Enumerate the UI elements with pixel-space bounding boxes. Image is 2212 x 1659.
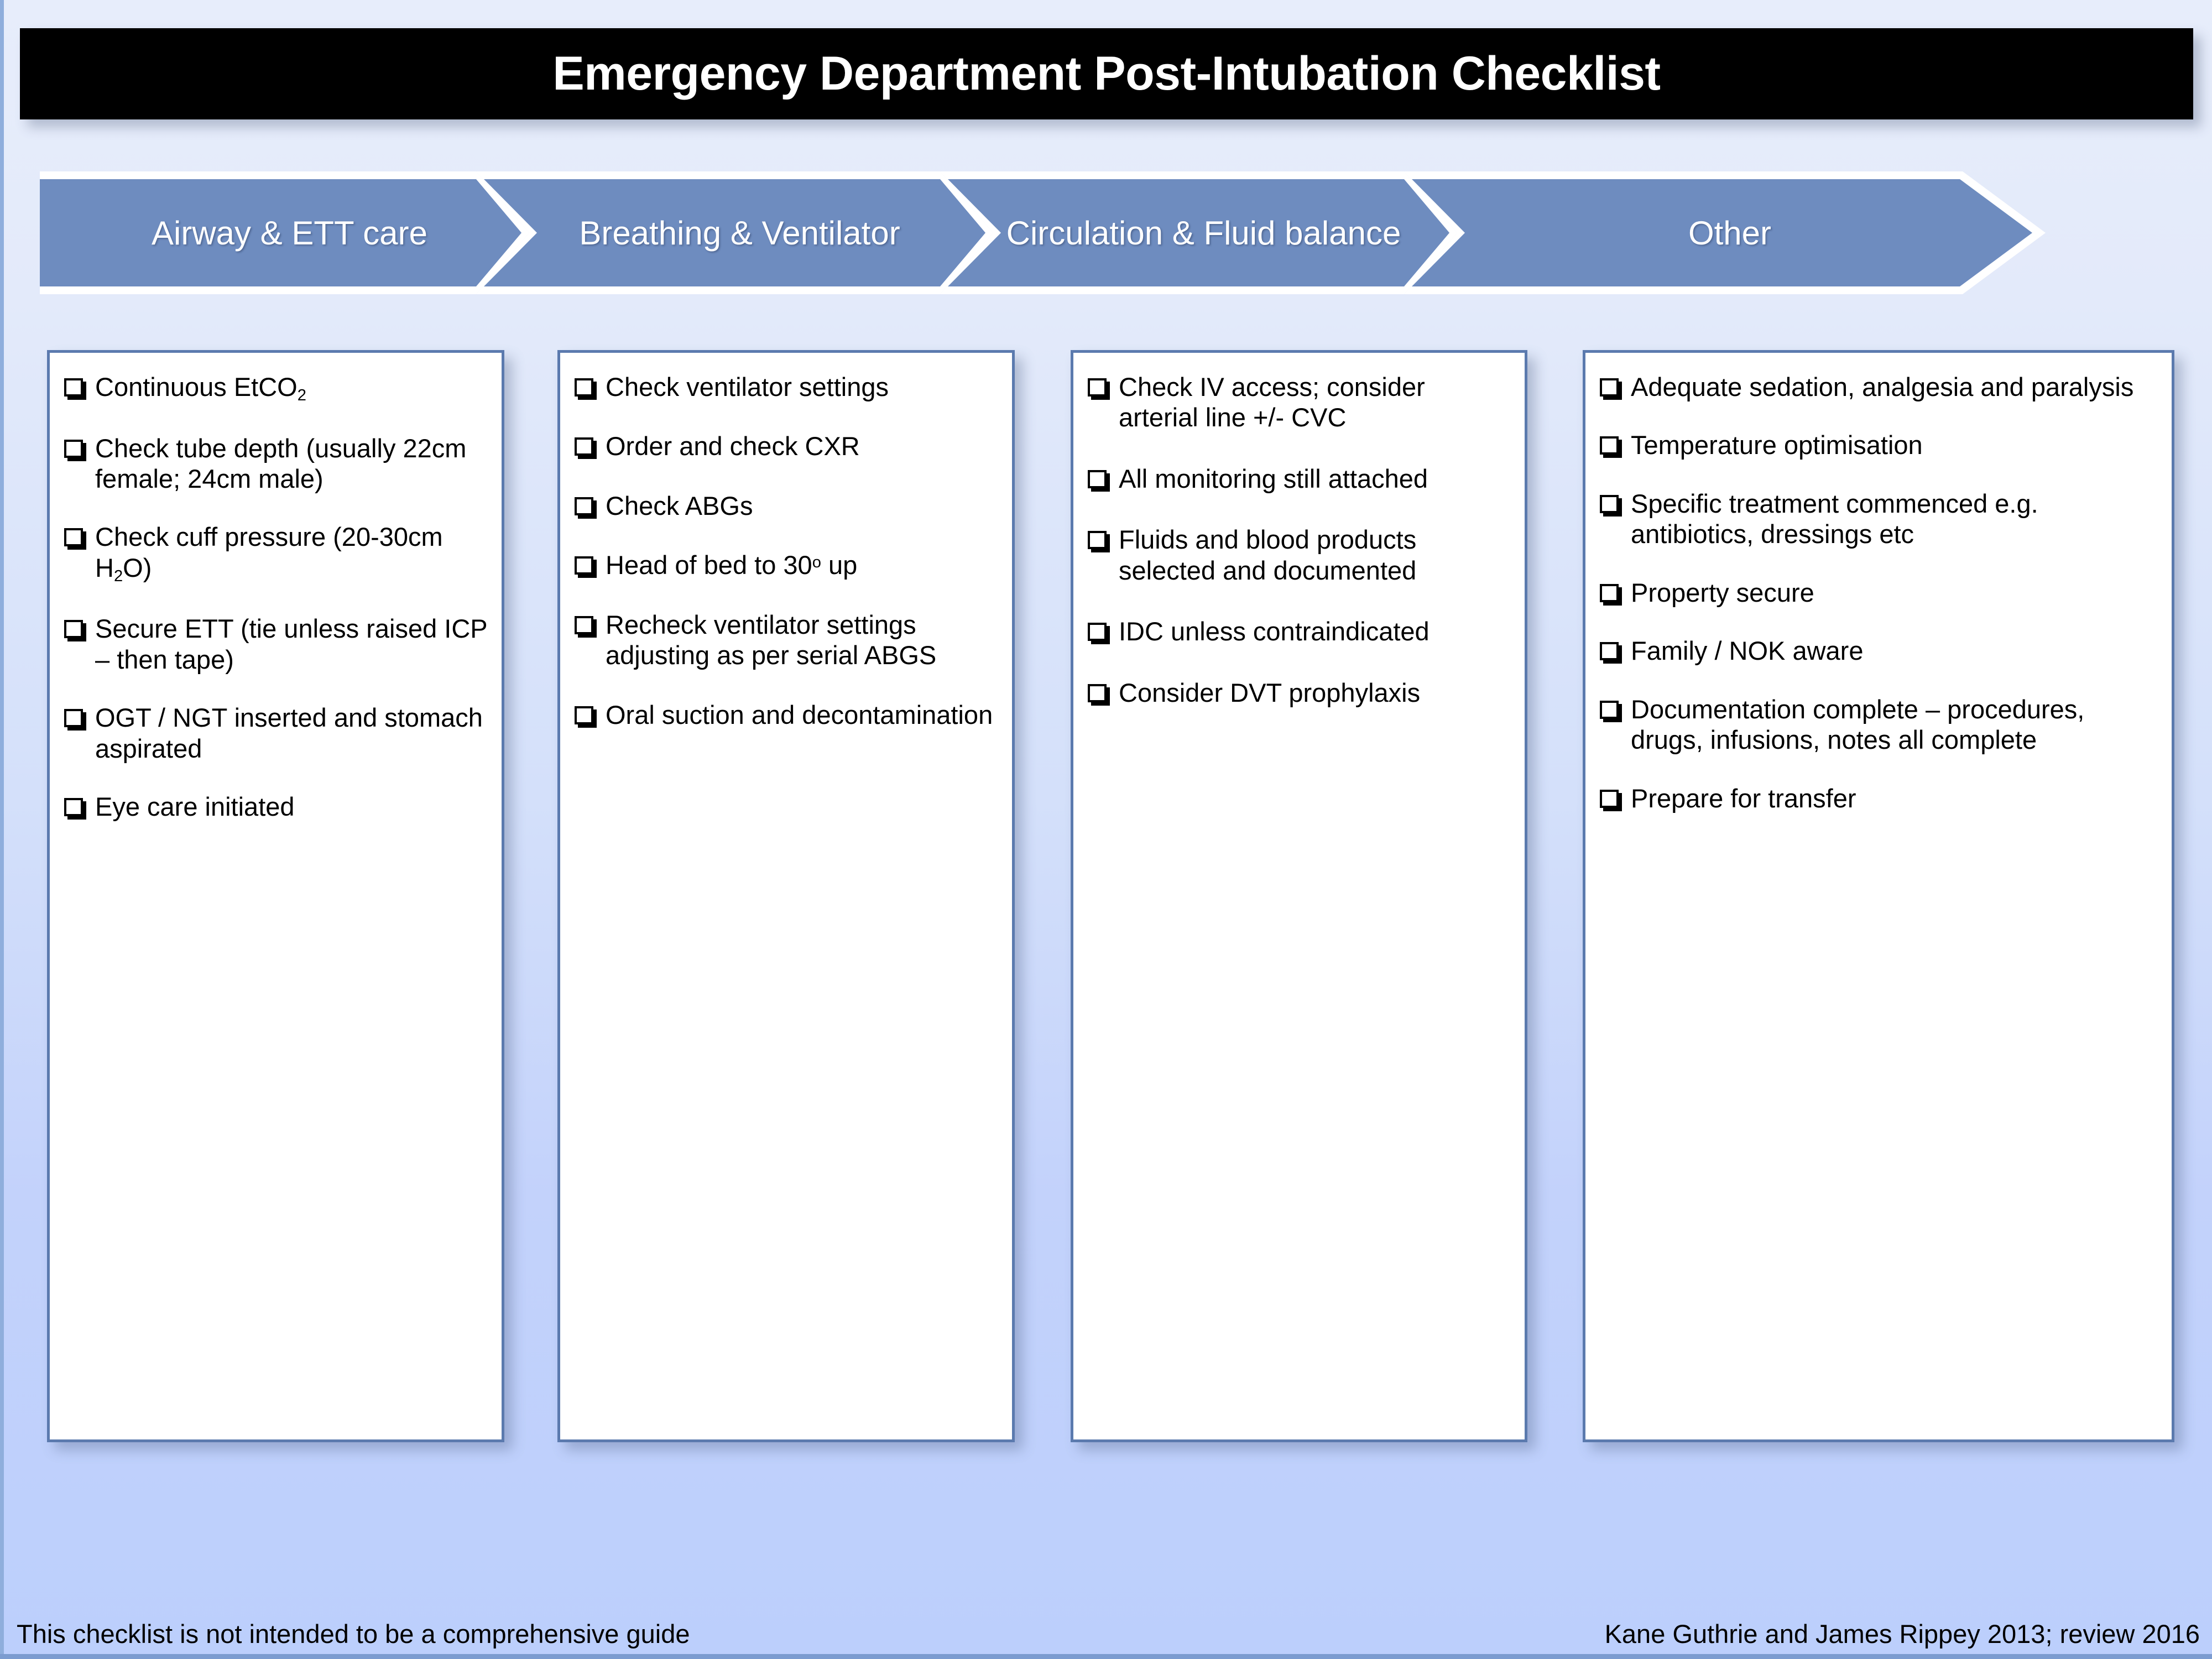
checkbox-icon[interactable] [575, 556, 593, 575]
checklist-item[interactable]: Check ABGs [575, 491, 998, 521]
checklist-column-circulation: Check IV access; consider arterial line … [1071, 350, 1527, 1442]
slide-bottom-edge-rule [0, 1654, 2212, 1659]
checklist-item[interactable]: IDC unless contraindicated [1088, 616, 1510, 646]
checklist-item-label: Check ventilator settings [606, 372, 889, 401]
chevron-label: Other [1688, 214, 1772, 252]
checkbox-icon[interactable] [1600, 494, 1619, 513]
checkbox-icon[interactable] [1088, 469, 1107, 488]
footer-disclaimer: This checklist is not intended to be a c… [17, 1619, 690, 1648]
checkbox-icon[interactable] [1600, 700, 1619, 719]
chevron-fill [940, 179, 1457, 286]
checkbox-icon[interactable] [64, 378, 83, 397]
checkbox-icon[interactable] [575, 497, 593, 515]
checklist-item[interactable]: Family / NOK aware [1600, 635, 2157, 666]
checkbox-icon[interactable] [64, 528, 83, 547]
checklist-item[interactable]: All monitoring still attached [1088, 463, 1510, 494]
checkbox-icon[interactable] [1600, 789, 1619, 808]
slide-left-edge-rule [0, 0, 4, 1659]
category-chevron-banner: Airway & ETT care Breathing & Ventilator… [40, 171, 2191, 294]
checklist-item-label: Property secure [1631, 577, 1814, 607]
checklist-item-label: Documentation complete – procedures, dru… [1631, 694, 2085, 755]
checklist-item[interactable]: Check ventilator settings [575, 372, 998, 402]
checkbox-icon[interactable] [575, 437, 593, 456]
checklist-item-label: Fluids and blood products selected and d… [1119, 525, 1417, 585]
checklist-item-label: Adequate sedation, analgesia and paralys… [1631, 372, 2134, 401]
checkbox-icon[interactable] [1600, 436, 1619, 455]
checkbox-icon[interactable] [575, 706, 593, 724]
checklist-item-label: IDC unless contraindicated [1119, 617, 1430, 646]
checklist-item[interactable]: Continuous EtCO2 [64, 372, 487, 405]
checkbox-icon[interactable] [1600, 642, 1619, 661]
chevron-label: Breathing & Ventilator [579, 214, 900, 252]
checklist-item[interactable]: Check tube depth (usually 22cm female; 2… [64, 433, 487, 494]
checklist-item-label: Prepare for transfer [1631, 783, 1856, 813]
checklist-item[interactable]: Eye care initiated [64, 791, 487, 822]
checklist-item-label: Order and check CXR [606, 431, 860, 461]
chevron-segment-breathing[interactable]: Breathing & Ventilator [476, 171, 993, 294]
checkbox-icon[interactable] [1088, 623, 1107, 641]
page-title: Emergency Department Post-Intubation Che… [552, 47, 1661, 100]
checklist-item[interactable]: Secure ETT (tie unless raised ICP – then… [64, 613, 487, 675]
checkbox-icon[interactable] [64, 798, 83, 817]
checkbox-icon[interactable] [64, 439, 83, 458]
checklist-item[interactable]: Consider DVT prophylaxis [1088, 677, 1510, 708]
checklist-list: Adequate sedation, analgesia and paralys… [1600, 372, 2157, 813]
checkbox-icon[interactable] [1088, 684, 1107, 702]
checklist-item[interactable]: Prepare for transfer [1600, 783, 2157, 813]
checklist-item-label: Check IV access; consider arterial line … [1119, 372, 1425, 432]
checklist-item-label: Check ABGs [606, 491, 753, 520]
checklist-item[interactable]: Documentation complete – procedures, dru… [1600, 694, 2157, 755]
checklist-item[interactable]: Temperature optimisation [1600, 430, 2157, 460]
checklist-item-label: Specific treatment commenced e.g. antibi… [1631, 488, 2038, 549]
checklist-item-label: Consider DVT prophylaxis [1119, 677, 1421, 707]
checklist-item-label: Head of bed to 30o up [606, 550, 858, 580]
checkbox-icon[interactable] [64, 620, 83, 639]
checklist-item-label: Check tube depth (usually 22cm female; 2… [95, 433, 467, 493]
checklist-item-label: Eye care initiated [95, 792, 295, 822]
checklist-item-label: Secure ETT (tie unless raised ICP – then… [95, 614, 487, 674]
checklist-item-label: Oral suction and decontamination [606, 700, 993, 729]
chevron-segment-circulation[interactable]: Circulation & Fluid balance [940, 171, 1457, 294]
checklist-item[interactable]: Adequate sedation, analgesia and paralys… [1600, 372, 2157, 402]
title-bar: Emergency Department Post-Intubation Che… [20, 28, 2193, 119]
checkbox-icon[interactable] [575, 378, 593, 397]
checklist-item-label: Check cuff pressure (20-30cm H2O) [95, 522, 443, 586]
checklist-item-label: Continuous EtCO2 [95, 372, 306, 405]
checklist-item-label: Recheck ventilator settings adjusting as… [606, 609, 937, 670]
checkbox-icon[interactable] [575, 615, 593, 634]
checklist-list: Check IV access; consider arterial line … [1088, 372, 1510, 708]
checklist-item-label: All monitoring still attached [1119, 463, 1428, 493]
checklist-item[interactable]: Check cuff pressure (20-30cm H2O) [64, 521, 487, 586]
chevron-segment-other[interactable]: Other [1404, 171, 2046, 294]
checklist-item[interactable]: Property secure [1600, 577, 2157, 608]
checklist-item[interactable]: Fluids and blood products selected and d… [1088, 524, 1510, 586]
chevron-fill [40, 179, 529, 286]
chevron-fill [476, 179, 993, 286]
checkbox-icon[interactable] [1600, 378, 1619, 397]
chevron-label: Airway & ETT care [151, 214, 427, 252]
checklist-item[interactable]: Head of bed to 30o up [575, 550, 998, 580]
chevron-segment-airway[interactable]: Airway & ETT care [40, 171, 529, 294]
chevron-label: Circulation & Fluid balance [1006, 214, 1401, 252]
checklist-item[interactable]: Order and check CXR [575, 431, 998, 461]
checklist-item-label: Temperature optimisation [1631, 430, 1923, 460]
checklist-item[interactable]: Specific treatment commenced e.g. antibi… [1600, 488, 2157, 550]
chevron-fill [1404, 179, 2046, 286]
checklist-item[interactable]: Check IV access; consider arterial line … [1088, 372, 1510, 433]
checkbox-icon[interactable] [1600, 583, 1619, 602]
checklist-item[interactable]: OGT / NGT inserted and stomach aspirated [64, 702, 487, 764]
checkbox-icon[interactable] [1088, 378, 1107, 397]
checklist-item-label: Family / NOK aware [1631, 636, 1864, 666]
checkbox-icon[interactable] [64, 709, 83, 728]
checklist-item-label: OGT / NGT inserted and stomach aspirated [95, 703, 483, 763]
checklist-item[interactable]: Recheck ventilator settings adjusting as… [575, 609, 998, 671]
checkbox-icon[interactable] [1088, 531, 1107, 550]
checklist-item[interactable]: Oral suction and decontamination [575, 700, 998, 730]
checklist-column-other: Adequate sedation, analgesia and paralys… [1583, 350, 2174, 1442]
footer-credit: Kane Guthrie and James Rippey 2013; revi… [1604, 1619, 2200, 1648]
